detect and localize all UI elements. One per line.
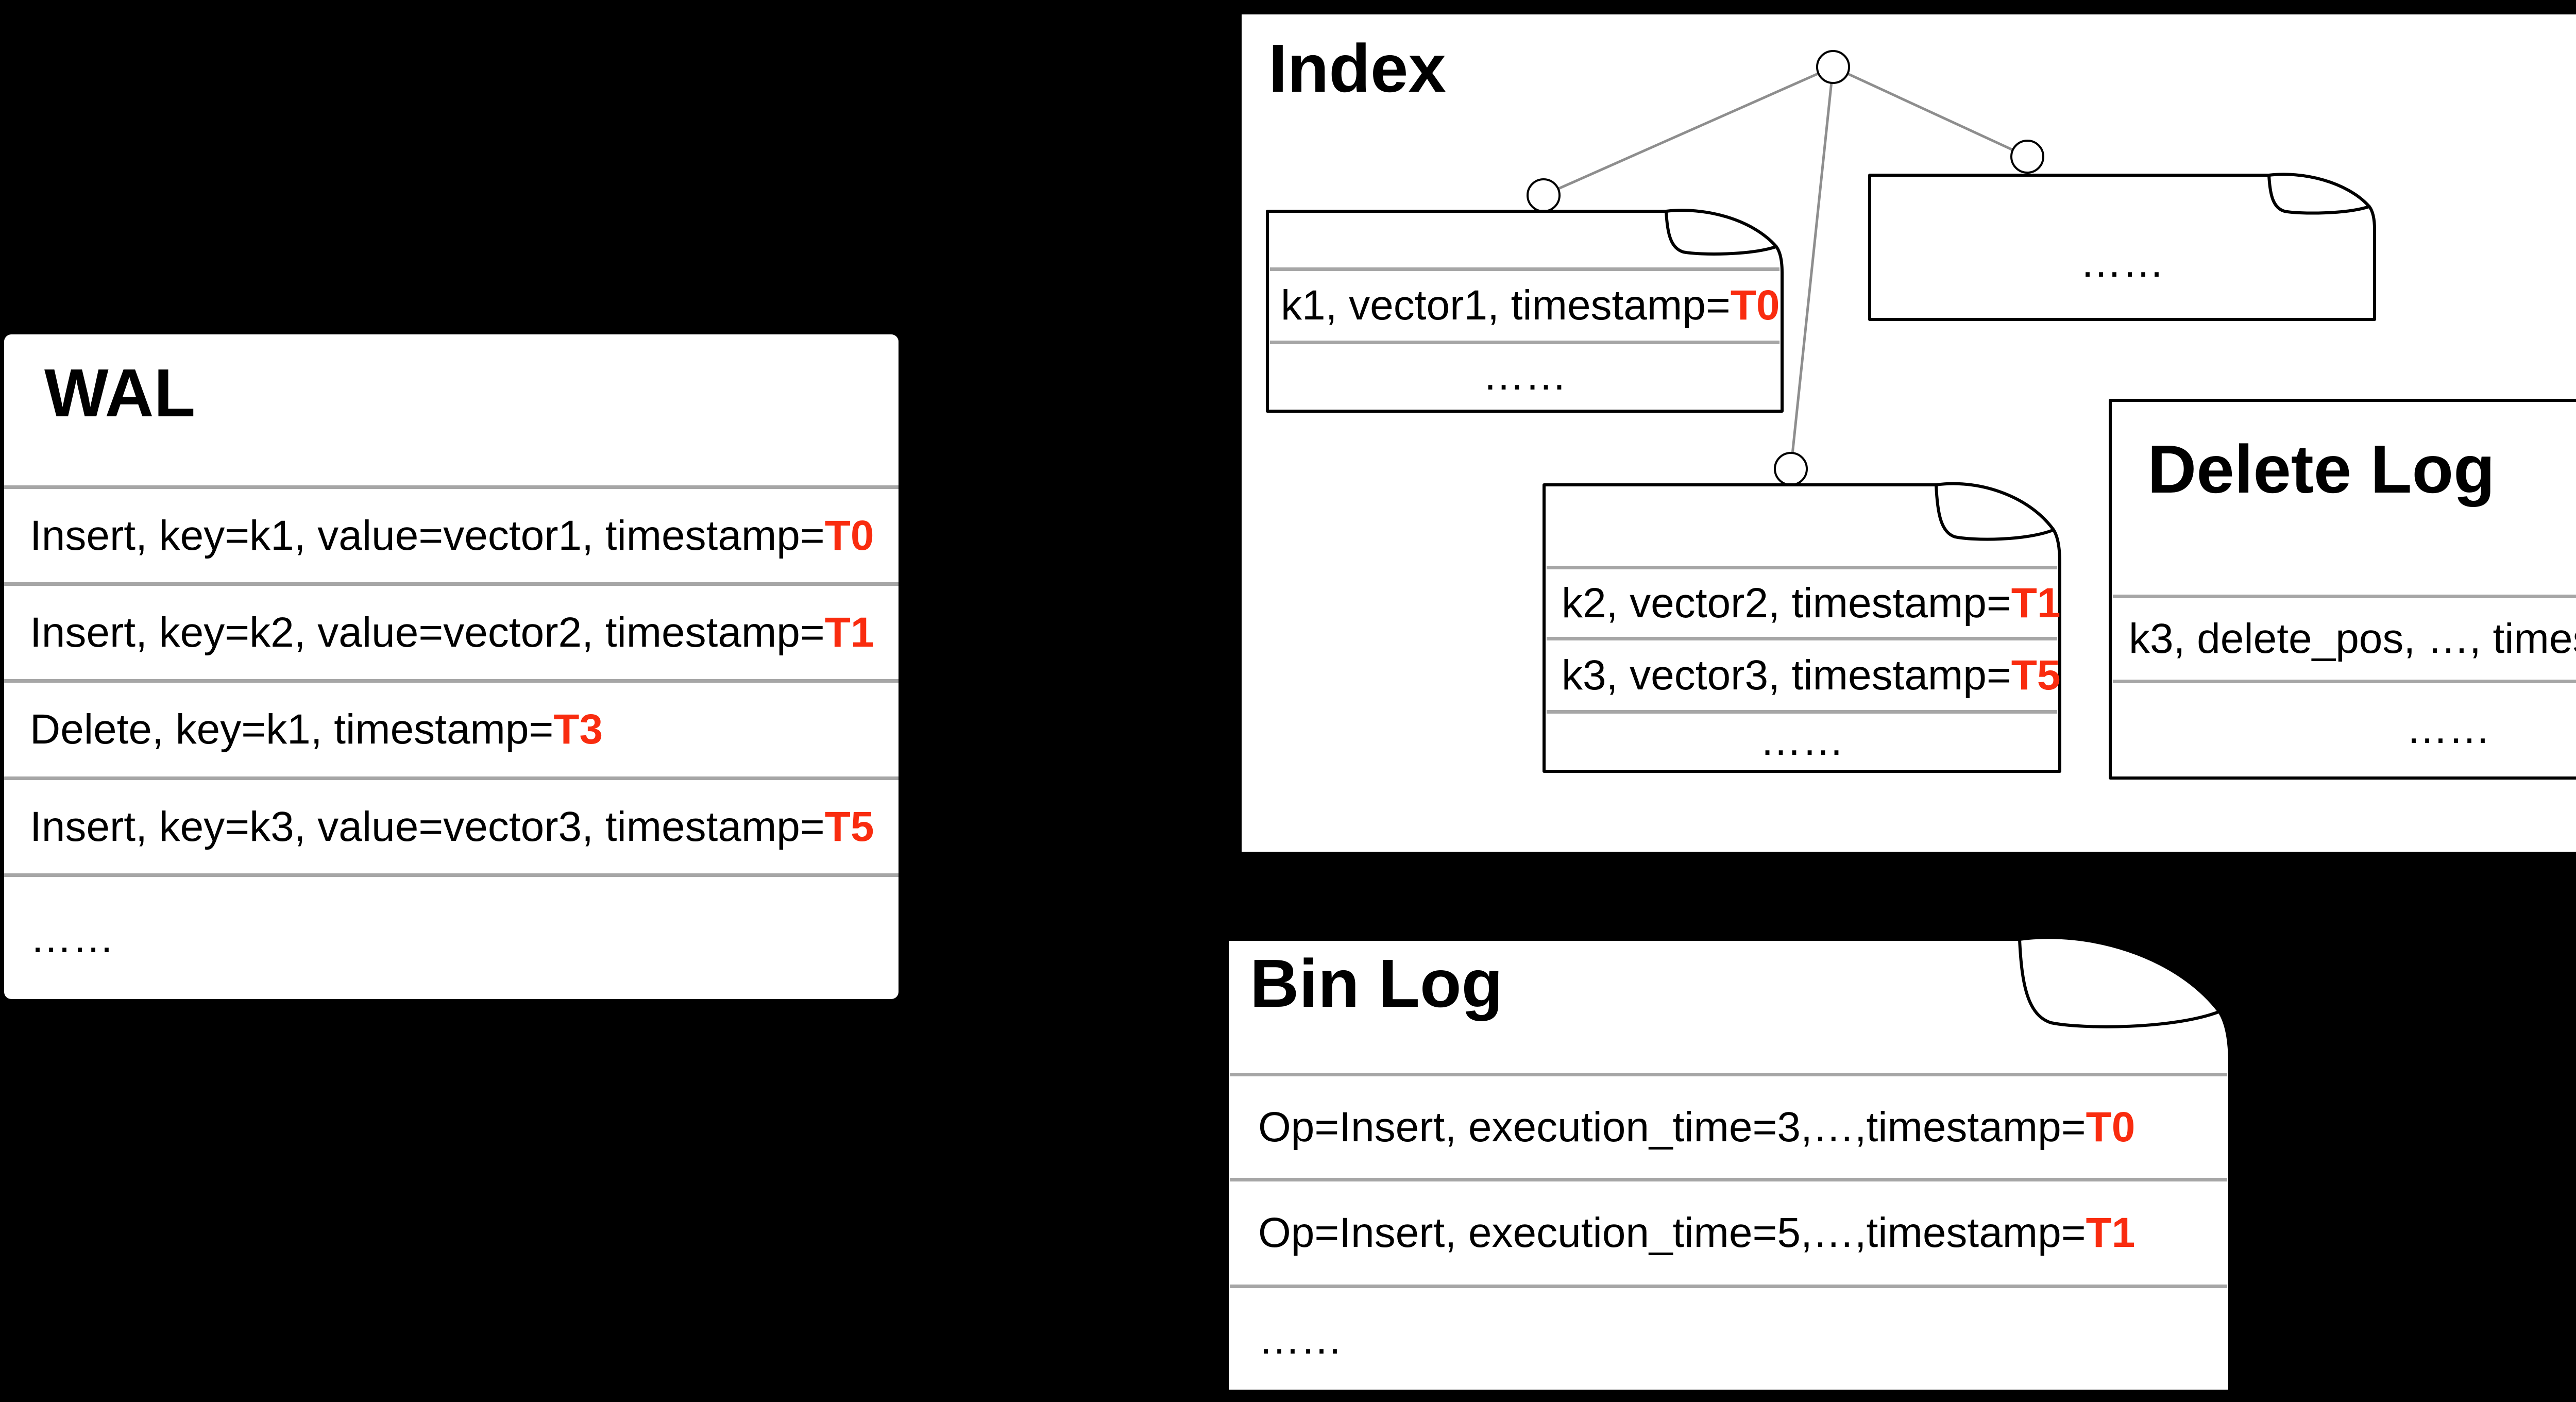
row-separator — [2113, 680, 2576, 683]
ellipsis-text: …… — [30, 914, 114, 961]
wal-row: Insert, key=k2, value=vector2, timestamp… — [4, 586, 899, 679]
segment-row-ellipsis: …… — [1544, 713, 2060, 769]
folded-corner-icon — [1665, 210, 1778, 256]
row-separator — [1270, 341, 1780, 344]
tree-node — [1816, 50, 1850, 84]
ellipsis-text: …… — [2080, 239, 2164, 286]
segment-row: k1, vector1, timestamp=T0 — [1267, 270, 1782, 341]
wal-row: Insert, key=k3, value=vector3, timestamp… — [4, 780, 899, 873]
bin-log-title: Bin Log — [1250, 945, 1503, 1021]
wal-row-text: Insert, key=k1, value=vector1, timestamp… — [30, 512, 825, 559]
delete-log-row: k3, delete_pos, …, timestamp=T3 — [2110, 598, 2576, 680]
page-outline — [1226, 936, 2231, 1393]
segment-row-ellipsis: …… — [1267, 343, 1782, 408]
document-page-shape — [1868, 173, 2376, 321]
ellipsis-text: …… — [1759, 717, 1844, 764]
index-segment-doc-middle: k2, vector2, timestamp=T1 k3, vector3, t… — [1543, 482, 2061, 773]
ellipsis-text: …… — [1482, 352, 1567, 399]
segment-row-text: k3, vector3, timestamp= — [1562, 651, 2011, 699]
wal-row-ellipsis: …… — [4, 877, 899, 999]
document-page-shape — [2109, 399, 2576, 780]
row-separator — [1270, 267, 1780, 271]
row-separator — [2113, 595, 2576, 598]
bin-log-row: Op=Insert, execution_time=3,…,timestamp=… — [1227, 1076, 2230, 1178]
ellipsis-text: …… — [1258, 1316, 1343, 1363]
bin-log-doc: Bin Log Op=Insert, execution_time=3,…,ti… — [1226, 936, 2231, 1393]
row-separator — [1230, 1285, 2227, 1288]
page-outline — [1266, 209, 1784, 413]
bin-log-row: Op=Insert, execution_time=5,…,timestamp=… — [1227, 1181, 2230, 1285]
row-separator — [1230, 1178, 2227, 1181]
row-separator — [1547, 566, 2057, 569]
delete-log-row-ellipsis: …… — [2110, 683, 2576, 775]
row-separator — [4, 679, 899, 683]
row-separator — [1547, 710, 2057, 714]
timestamp-value: T5 — [2011, 651, 2061, 699]
wal-row-text: Insert, key=k2, value=vector2, timestamp… — [30, 609, 825, 656]
delete-log-row-text: k3, delete_pos, …, timestamp= — [2129, 615, 2576, 662]
bin-log-row-text: Op=Insert, execution_time=3,…,timestamp= — [1258, 1103, 2086, 1151]
bin-log-row-text: Op=Insert, execution_time=5,…,timestamp= — [1258, 1209, 2086, 1256]
wal-row-text: Insert, key=k3, value=vector3, timestamp… — [30, 803, 825, 850]
timestamp-value: T0 — [824, 512, 874, 559]
ellipsis-text: …… — [2406, 705, 2490, 752]
delete-log-title: Delete Log — [2147, 431, 2495, 507]
row-separator — [4, 485, 899, 489]
tree-node — [1774, 452, 1808, 486]
segment-row-text: k2, vector2, timestamp= — [1562, 579, 2011, 627]
timestamp-value: T3 — [553, 706, 603, 753]
wal-row: Delete, key=k1, timestamp=T3 — [4, 683, 899, 776]
wal-box: WAL Insert, key=k1, value=vector1, times… — [4, 334, 899, 999]
wal-row-text: Delete, key=k1, timestamp= — [30, 706, 554, 753]
wal-row: Insert, key=k1, value=vector1, timestamp… — [4, 489, 899, 582]
segment-row-text: k1, vector1, timestamp= — [1281, 281, 1731, 329]
timestamp-value: T0 — [2086, 1103, 2136, 1151]
tree-node — [1527, 178, 1561, 212]
document-page-shape — [1226, 936, 2231, 1393]
page-outline — [1543, 482, 2061, 773]
wal-title: WAL — [44, 355, 196, 431]
page-outline — [2109, 399, 2576, 780]
document-page-shape — [1543, 482, 2061, 773]
timestamp-value: T5 — [824, 803, 874, 850]
timestamp-value: T0 — [1730, 281, 1780, 329]
index-segment-doc-right: …… — [1868, 173, 2376, 321]
segment-row: k2, vector2, timestamp=T1 — [1544, 569, 2060, 637]
timestamp-value: T1 — [2011, 579, 2061, 627]
folded-corner-icon — [2018, 938, 2221, 1028]
row-separator — [1230, 1073, 2227, 1076]
document-page-shape — [1266, 209, 1784, 413]
row-separator — [4, 776, 899, 780]
index-title: Index — [1268, 30, 1446, 106]
folded-corner-icon — [2267, 174, 2371, 215]
delete-log-doc: Delete Log k3, delete_pos, …, timestamp=… — [2109, 399, 2576, 780]
row-separator — [1547, 637, 2057, 640]
bin-log-row-ellipsis: …… — [1227, 1288, 2230, 1391]
timestamp-value: T1 — [824, 609, 874, 656]
segment-row: k3, vector3, timestamp=T5 — [1544, 640, 2060, 710]
tree-edge — [1832, 65, 2028, 158]
row-separator — [4, 873, 899, 877]
tree-edge — [1543, 65, 1834, 197]
tree-node — [2010, 140, 2044, 174]
row-separator — [4, 582, 899, 586]
segment-row-ellipsis: …… — [1870, 206, 2375, 319]
timestamp-value: T1 — [2086, 1209, 2136, 1256]
tree-edge — [1789, 66, 1835, 469]
page-outline — [1868, 173, 2376, 321]
folded-corner-icon — [1935, 483, 2055, 541]
index-segment-doc-left: k1, vector1, timestamp=T0 …… — [1266, 209, 1784, 413]
